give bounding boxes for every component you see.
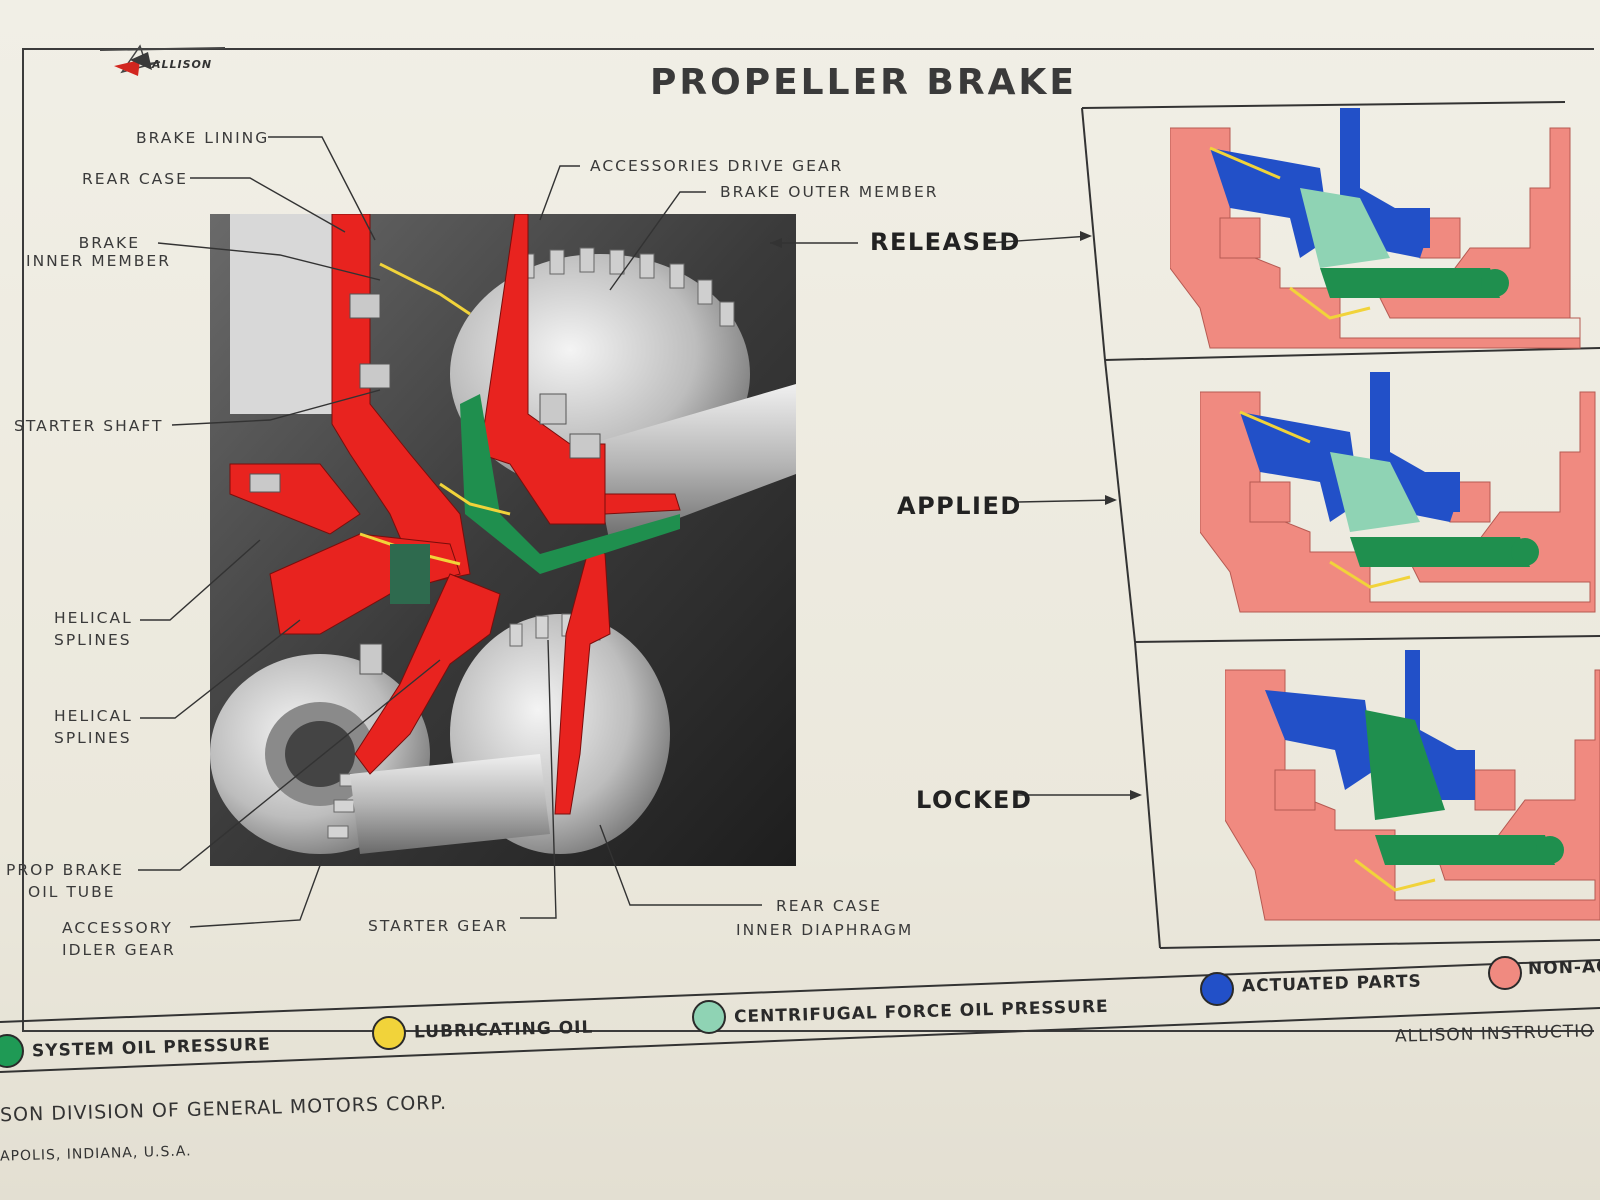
label-accessory-idler-gear-line1: ACCESSORY [62, 919, 173, 937]
legend-non-actuated-swatch [1488, 956, 1522, 990]
legend-lubricating-oil-label: LUBRICATING OIL [413, 1017, 594, 1043]
footer-division: SON DIVISION OF GENERAL MOTORS CORP. [0, 1091, 448, 1127]
label-rear-case: REAR CASE [82, 170, 188, 188]
label-brake-inner-member-line1: BRAKE [78, 234, 140, 252]
footer-instruction-label: ALLISON INSTRUCTIO [1394, 1021, 1595, 1047]
label-brake-outer-member: BRAKE OUTER MEMBER [720, 183, 939, 201]
locked-diagram [1225, 650, 1600, 921]
label-starter-gear: STARTER GEAR [368, 917, 509, 935]
label-accessory-idler-gear-line2: IDLER GEAR [62, 941, 176, 959]
legend-centrifugal-oil-swatch [692, 1000, 726, 1034]
label-prop-brake-oil-tube-line1: PROP BRAKE [6, 861, 124, 879]
legend-actuated-parts-swatch [1200, 972, 1234, 1006]
label-helical-splines-b-line1: HELICAL [54, 707, 133, 725]
label-starter-shaft: STARTER SHAFT [14, 417, 164, 435]
label-helical-splines-a-line2: SPLINES [54, 631, 132, 649]
label-helical-splines-a-line1: HELICAL [54, 609, 133, 627]
released-diagram [1170, 108, 1581, 349]
label-rear-case-inner-diaphragm-line2: INNER DIAPHRAGM [736, 921, 914, 939]
legend-non-actuated-label: NON-AC [1527, 956, 1600, 980]
state-locked: LOCKED [916, 786, 1033, 814]
logo-text: ALLISON [152, 58, 213, 71]
label-brake-inner-member-line2: INNER MEMBER [26, 252, 171, 270]
label-accessories-drive-gear: ACCESSORIES DRIVE GEAR [590, 157, 844, 175]
label-prop-brake-oil-tube-line2: OIL TUBE [28, 883, 116, 901]
state-applied: APPLIED [897, 492, 1022, 520]
legend-system-oil-label: SYSTEM OIL PRESSURE [31, 1034, 271, 1062]
cutaway-illustration [210, 214, 796, 866]
applied-diagram [1200, 372, 1596, 613]
page-title: PROPELLER BRAKE [650, 62, 1077, 103]
state-released: RELEASED [870, 228, 1021, 256]
legend-lubricating-oil-swatch [372, 1016, 406, 1050]
label-rear-case-inner-diaphragm-line1: REAR CASE [776, 897, 882, 915]
label-helical-splines-b-line2: SPLINES [54, 729, 132, 747]
label-brake-lining: BRAKE LINING [136, 129, 270, 147]
allison-logo-icon [100, 44, 226, 76]
legend-system-oil-swatch [0, 1034, 24, 1068]
footer-city: APOLIS, INDIANA, U.S.A. [0, 1143, 192, 1165]
